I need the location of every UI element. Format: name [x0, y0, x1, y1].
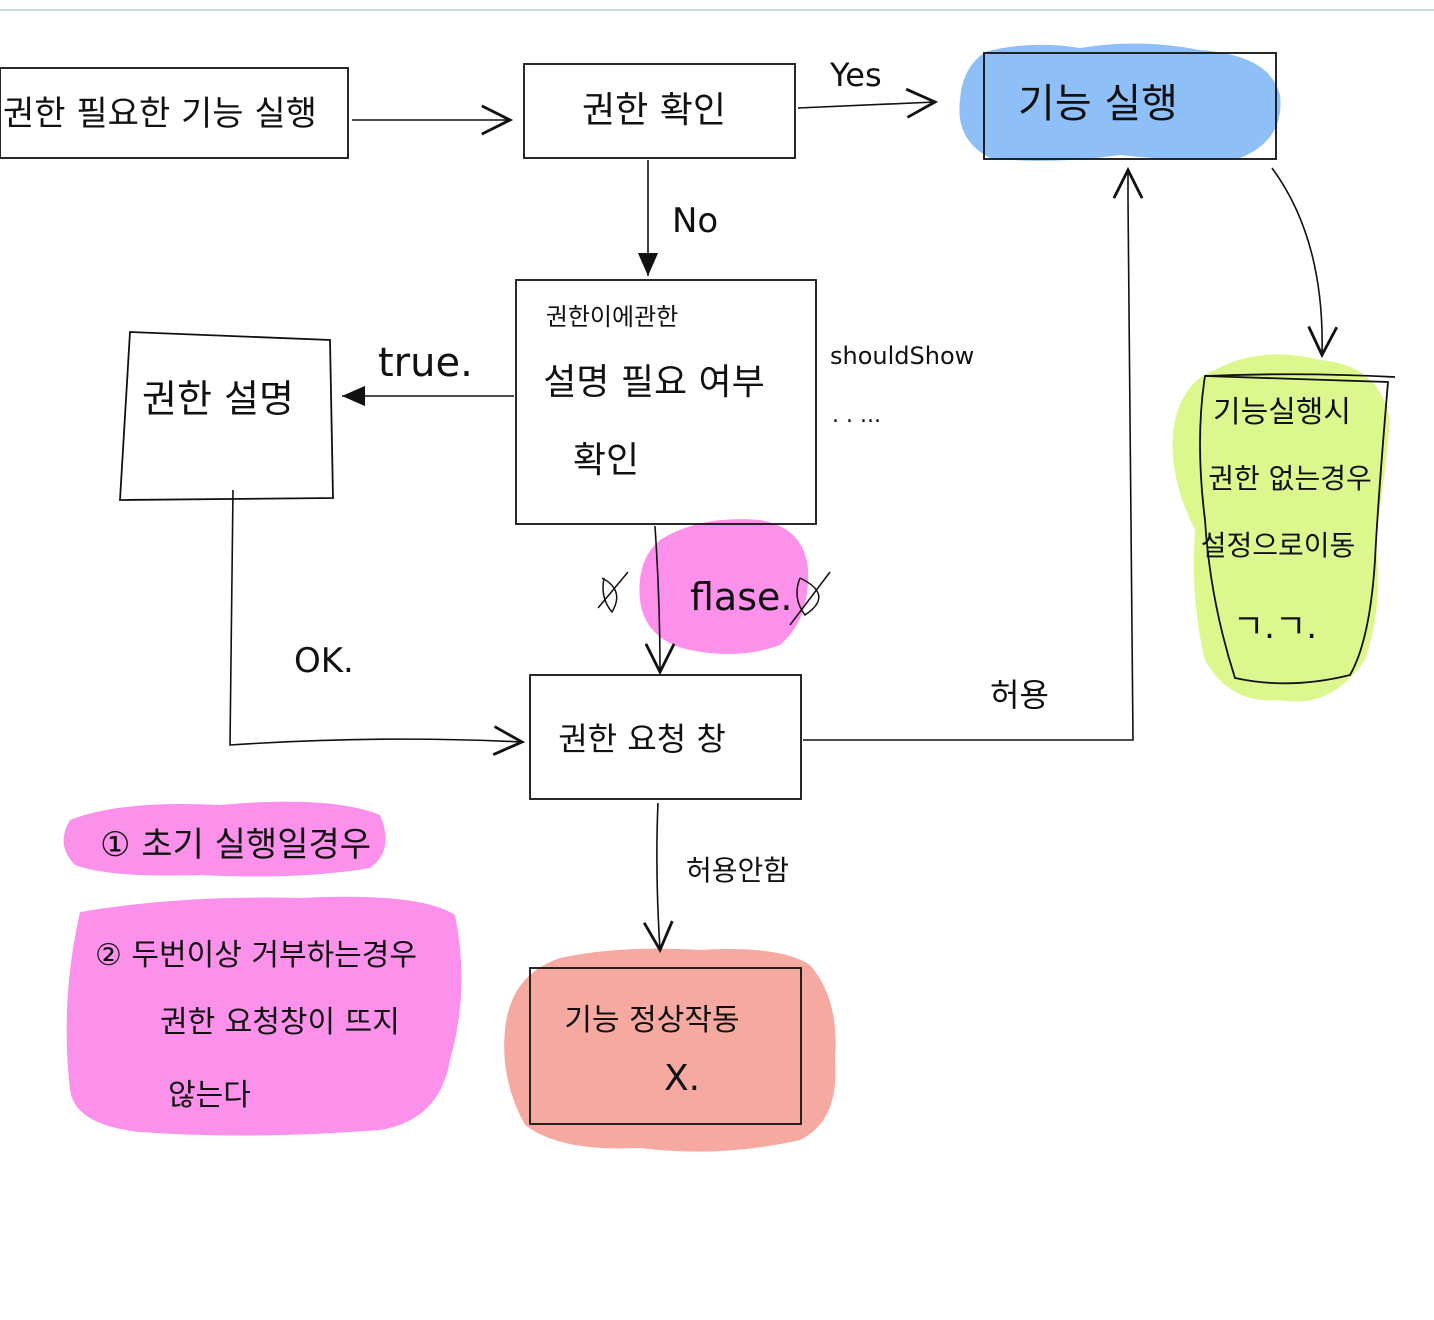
arrow-execute-to-note	[1271, 167, 1339, 359]
fail-line-2: X.	[664, 1058, 700, 1099]
allow-label: 허용	[990, 676, 1049, 714]
explain-label: 권한 설명	[142, 377, 294, 421]
rationale-line-1: 권한이에관한	[546, 303, 678, 331]
note-box-green	[1199, 373, 1396, 685]
start-label: 권한 필요한 기능 실행	[3, 94, 317, 134]
arrow-rationale-to-request	[644, 525, 676, 676]
pink-highlight-note1	[63, 801, 386, 877]
note-green-line-2: 권한 없는경우	[1208, 462, 1371, 495]
note-green-line-1: 기능실행시	[1213, 395, 1351, 430]
rationale-line-3: 확인	[573, 440, 639, 481]
rationale-line-2: 설명 필요 여부	[543, 362, 765, 403]
false-label: flase.	[690, 575, 792, 619]
note2-line-3: 않는다	[168, 1078, 251, 1113]
deny-label: 허용안함	[686, 854, 789, 887]
should-show-label: shouldShow	[830, 342, 974, 370]
arrow-request-to-execute	[803, 166, 1144, 741]
start-box	[0, 67, 349, 159]
explain-box	[119, 331, 334, 501]
yes-label: Yes	[829, 56, 882, 94]
note1-text: ① 초기 실행일경우	[100, 825, 371, 865]
request-label: 권한 요청 창	[558, 720, 726, 758]
note2-line-1: ② 두번이상 거부하는경우	[95, 938, 417, 973]
pink-highlight-note2	[66, 896, 462, 1136]
strike-mark-left	[597, 571, 629, 614]
execute-box	[983, 52, 1277, 160]
no-label: No	[672, 201, 718, 241]
green-highlight	[1172, 354, 1390, 702]
note-green-line-4: ㄱ.ㄱ.	[1233, 607, 1317, 647]
arrow-request-to-fail	[642, 802, 674, 954]
check-box	[523, 63, 796, 159]
strike-mark-right	[789, 571, 831, 626]
fail-line-1: 기능 정상작동	[564, 1003, 739, 1038]
note2-line-2: 권한 요청창이 뜨지	[160, 1005, 400, 1040]
arrow-explain-to-request	[229, 489, 526, 756]
arrow-check-to-execute	[797, 87, 939, 119]
note-green-line-3: 설정으로이동	[1201, 529, 1356, 562]
fail-box	[529, 967, 802, 1125]
dots-label: . . ...	[832, 403, 881, 428]
blue-highlight	[959, 43, 1281, 161]
true-label: true.	[378, 340, 473, 386]
check-label: 권한 확인	[582, 90, 726, 131]
execute-label: 기능 실행	[1018, 81, 1178, 127]
salmon-highlight	[504, 948, 836, 1152]
rationale-box	[515, 279, 817, 525]
ok-label: OK.	[294, 641, 354, 681]
pink-highlight-false	[639, 519, 809, 654]
